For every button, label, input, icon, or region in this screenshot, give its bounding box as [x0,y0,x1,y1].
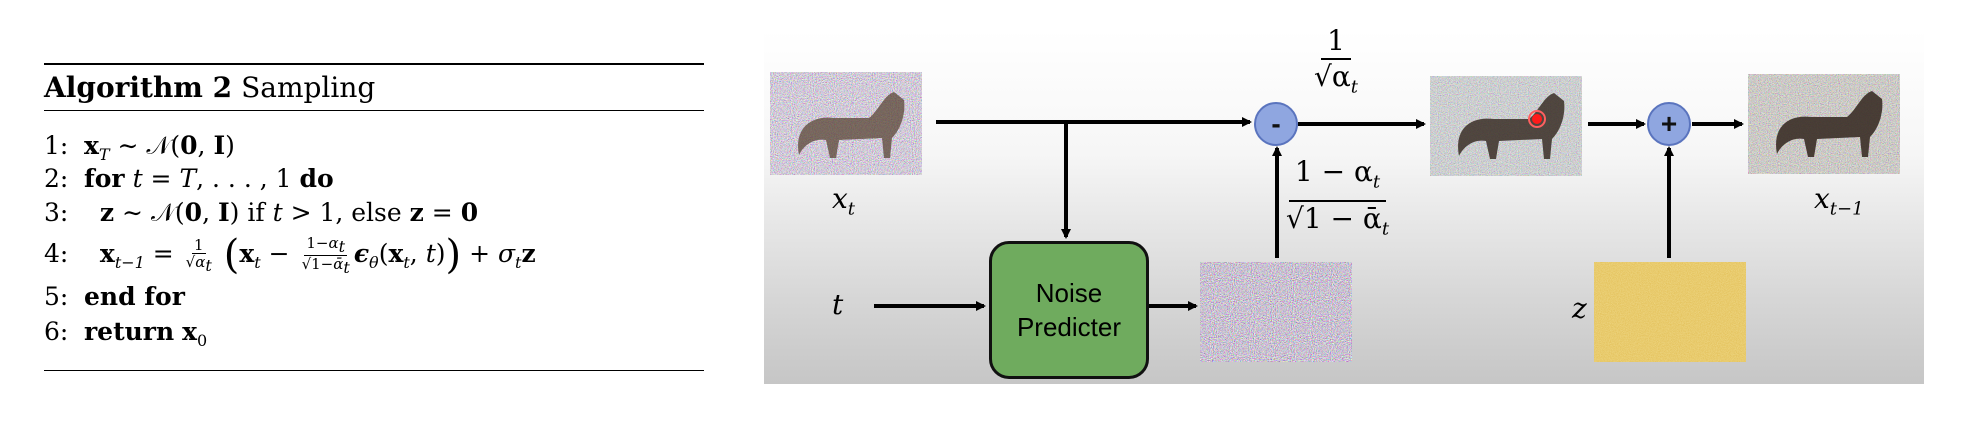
noise-predicter-box: Noise Predicter [989,241,1149,379]
subtract-operator: - [1254,102,1298,146]
scale-coefficient: 1 √αt [1314,24,1358,98]
algorithm-header-rule [44,110,704,111]
algorithm-name: Sampling [241,71,376,104]
label-z: z [1572,292,1587,325]
algorithm-line-1: 1:xT ∼ 𝒩(0, I) [44,131,235,164]
algorithm-line-6: 6:return x0 [44,317,208,350]
noise-predicter-line-2: Predicter [1016,312,1122,342]
denoised-cat-image-icon [1430,76,1582,176]
sampling-diagram: xt t z xt−1 - + 1 √αt 1 − αt √1 − ᾱt Noi… [764,24,1924,384]
noisy-cat-image-icon [770,72,922,175]
algorithm-line-5: 5:end for [44,282,185,311]
label-t: t [832,288,844,321]
algorithm-label: Algorithm 2 [44,71,233,104]
algorithm-bottom-rule [44,370,704,371]
label-x-t: xt [832,182,856,220]
output-cat-image-icon [1748,74,1900,174]
algorithm-title: Algorithm 2 Sampling [44,71,375,104]
diagram-arrows [770,72,1900,362]
algorithm-top-rule [44,63,704,65]
arrow-lines [874,117,1744,311]
gaussian-noise-z-icon [1594,262,1746,362]
label-x-t-minus-1: xt−1 [1814,182,1864,220]
noise-predicter-line-1: Noise [1035,278,1103,308]
algorithm-line-3: 3: z ∼ 𝒩(0, I) if t > 1, else z = 0 [44,198,479,227]
noise-coefficient: 1 − αt √1 − ᾱt [1286,155,1390,240]
add-operator: + [1647,102,1691,146]
algorithm-line-2: 2:for t = T, . . . , 1 do [44,164,334,193]
noise-image-icon [1200,262,1352,362]
